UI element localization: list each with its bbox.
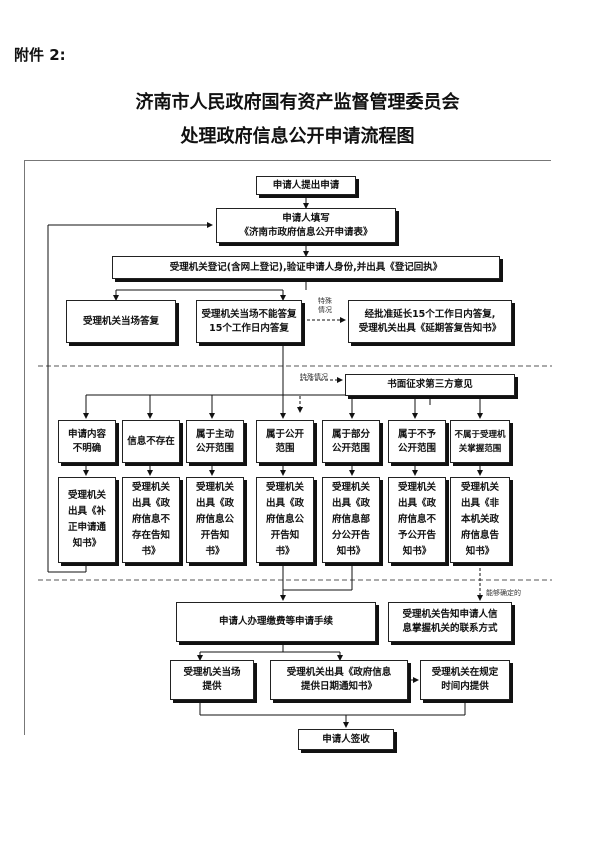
- doc-public-notice: 受理机关 出具《政 府信息公 开告知 书》: [256, 477, 314, 563]
- step-register: 受理机关登记(含网上登记),验证申请人身份,并出具《登记回执》: [112, 256, 500, 279]
- category-not-this-agency: 不属于受理机 关掌握范围: [450, 420, 510, 463]
- category-not-public: 属于不予 公开范围: [388, 420, 446, 463]
- step-extend: 经批准延长15个工作日内答复, 受理机关出具《延期答复告知书》: [348, 300, 512, 343]
- doc-not-public-notice: 受理机关 出具《政 府信息不 予公开告 知书》: [388, 477, 446, 563]
- category-public: 属于公开 范围: [256, 420, 314, 463]
- doc-correction-notice: 受理机关 出具《补 正申请通 知书》: [58, 477, 116, 563]
- category-not-exist: 信息不存在: [122, 420, 180, 463]
- doc-partial-notice: 受理机关 出具《政 府信息部 分公开告 知书》: [322, 477, 380, 563]
- note-special-1: 特殊 情况: [318, 297, 332, 314]
- step-sign: 申请人签收: [298, 729, 394, 750]
- category-partial: 属于部分 公开范围: [322, 420, 380, 463]
- step-provide-in-time: 受理机关在规定 时间内提供: [420, 660, 510, 700]
- note-special-2: 特殊情况: [300, 373, 328, 381]
- doc-not-agency-notice: 受理机关 出具《非 本机关政 府信息告 知书》: [450, 477, 510, 563]
- note-determinable: 能够确定的: [486, 589, 521, 597]
- step-reply-15-days: 受理机关当场不能答复 15个工作日内答复: [196, 300, 302, 343]
- step-start: 申请人提出申请: [256, 176, 356, 195]
- frame-left-border: [24, 160, 25, 735]
- category-unclear: 申请内容 不明确: [58, 420, 116, 463]
- step-inform-contact: 受理机关告知申请人信 息掌握机关的联系方式: [388, 602, 512, 642]
- step-third-party: 书面征求第三方意见: [345, 374, 515, 396]
- attachment-label: 附件 2:: [14, 46, 66, 64]
- step-provide-on-site: 受理机关当场 提供: [170, 660, 254, 700]
- step-fill-form: 申请人填写 《济南市政府信息公开申请表》: [216, 208, 396, 243]
- doc-not-exist-notice: 受理机关 出具《政 府信息不 存在告知 书》: [122, 477, 180, 563]
- page-title-line1: 济南市人民政府国有资产监督管理委员会: [135, 92, 460, 113]
- frame-top-border: [24, 160, 551, 161]
- category-active-disclosure: 属于主动 公开范围: [186, 420, 244, 463]
- step-provide-date-notice: 受理机关出具《政府信息 提供日期通知书》: [270, 660, 408, 700]
- doc-active-notice: 受理机关 出具《政 府信息公 开告知 书》: [186, 477, 244, 563]
- page-title-line2: 处理政府信息公开申请流程图: [180, 126, 415, 147]
- step-pay-fees: 申请人办理缴费等申请手续: [176, 602, 376, 642]
- step-reply-on-site: 受理机关当场答复: [66, 300, 176, 343]
